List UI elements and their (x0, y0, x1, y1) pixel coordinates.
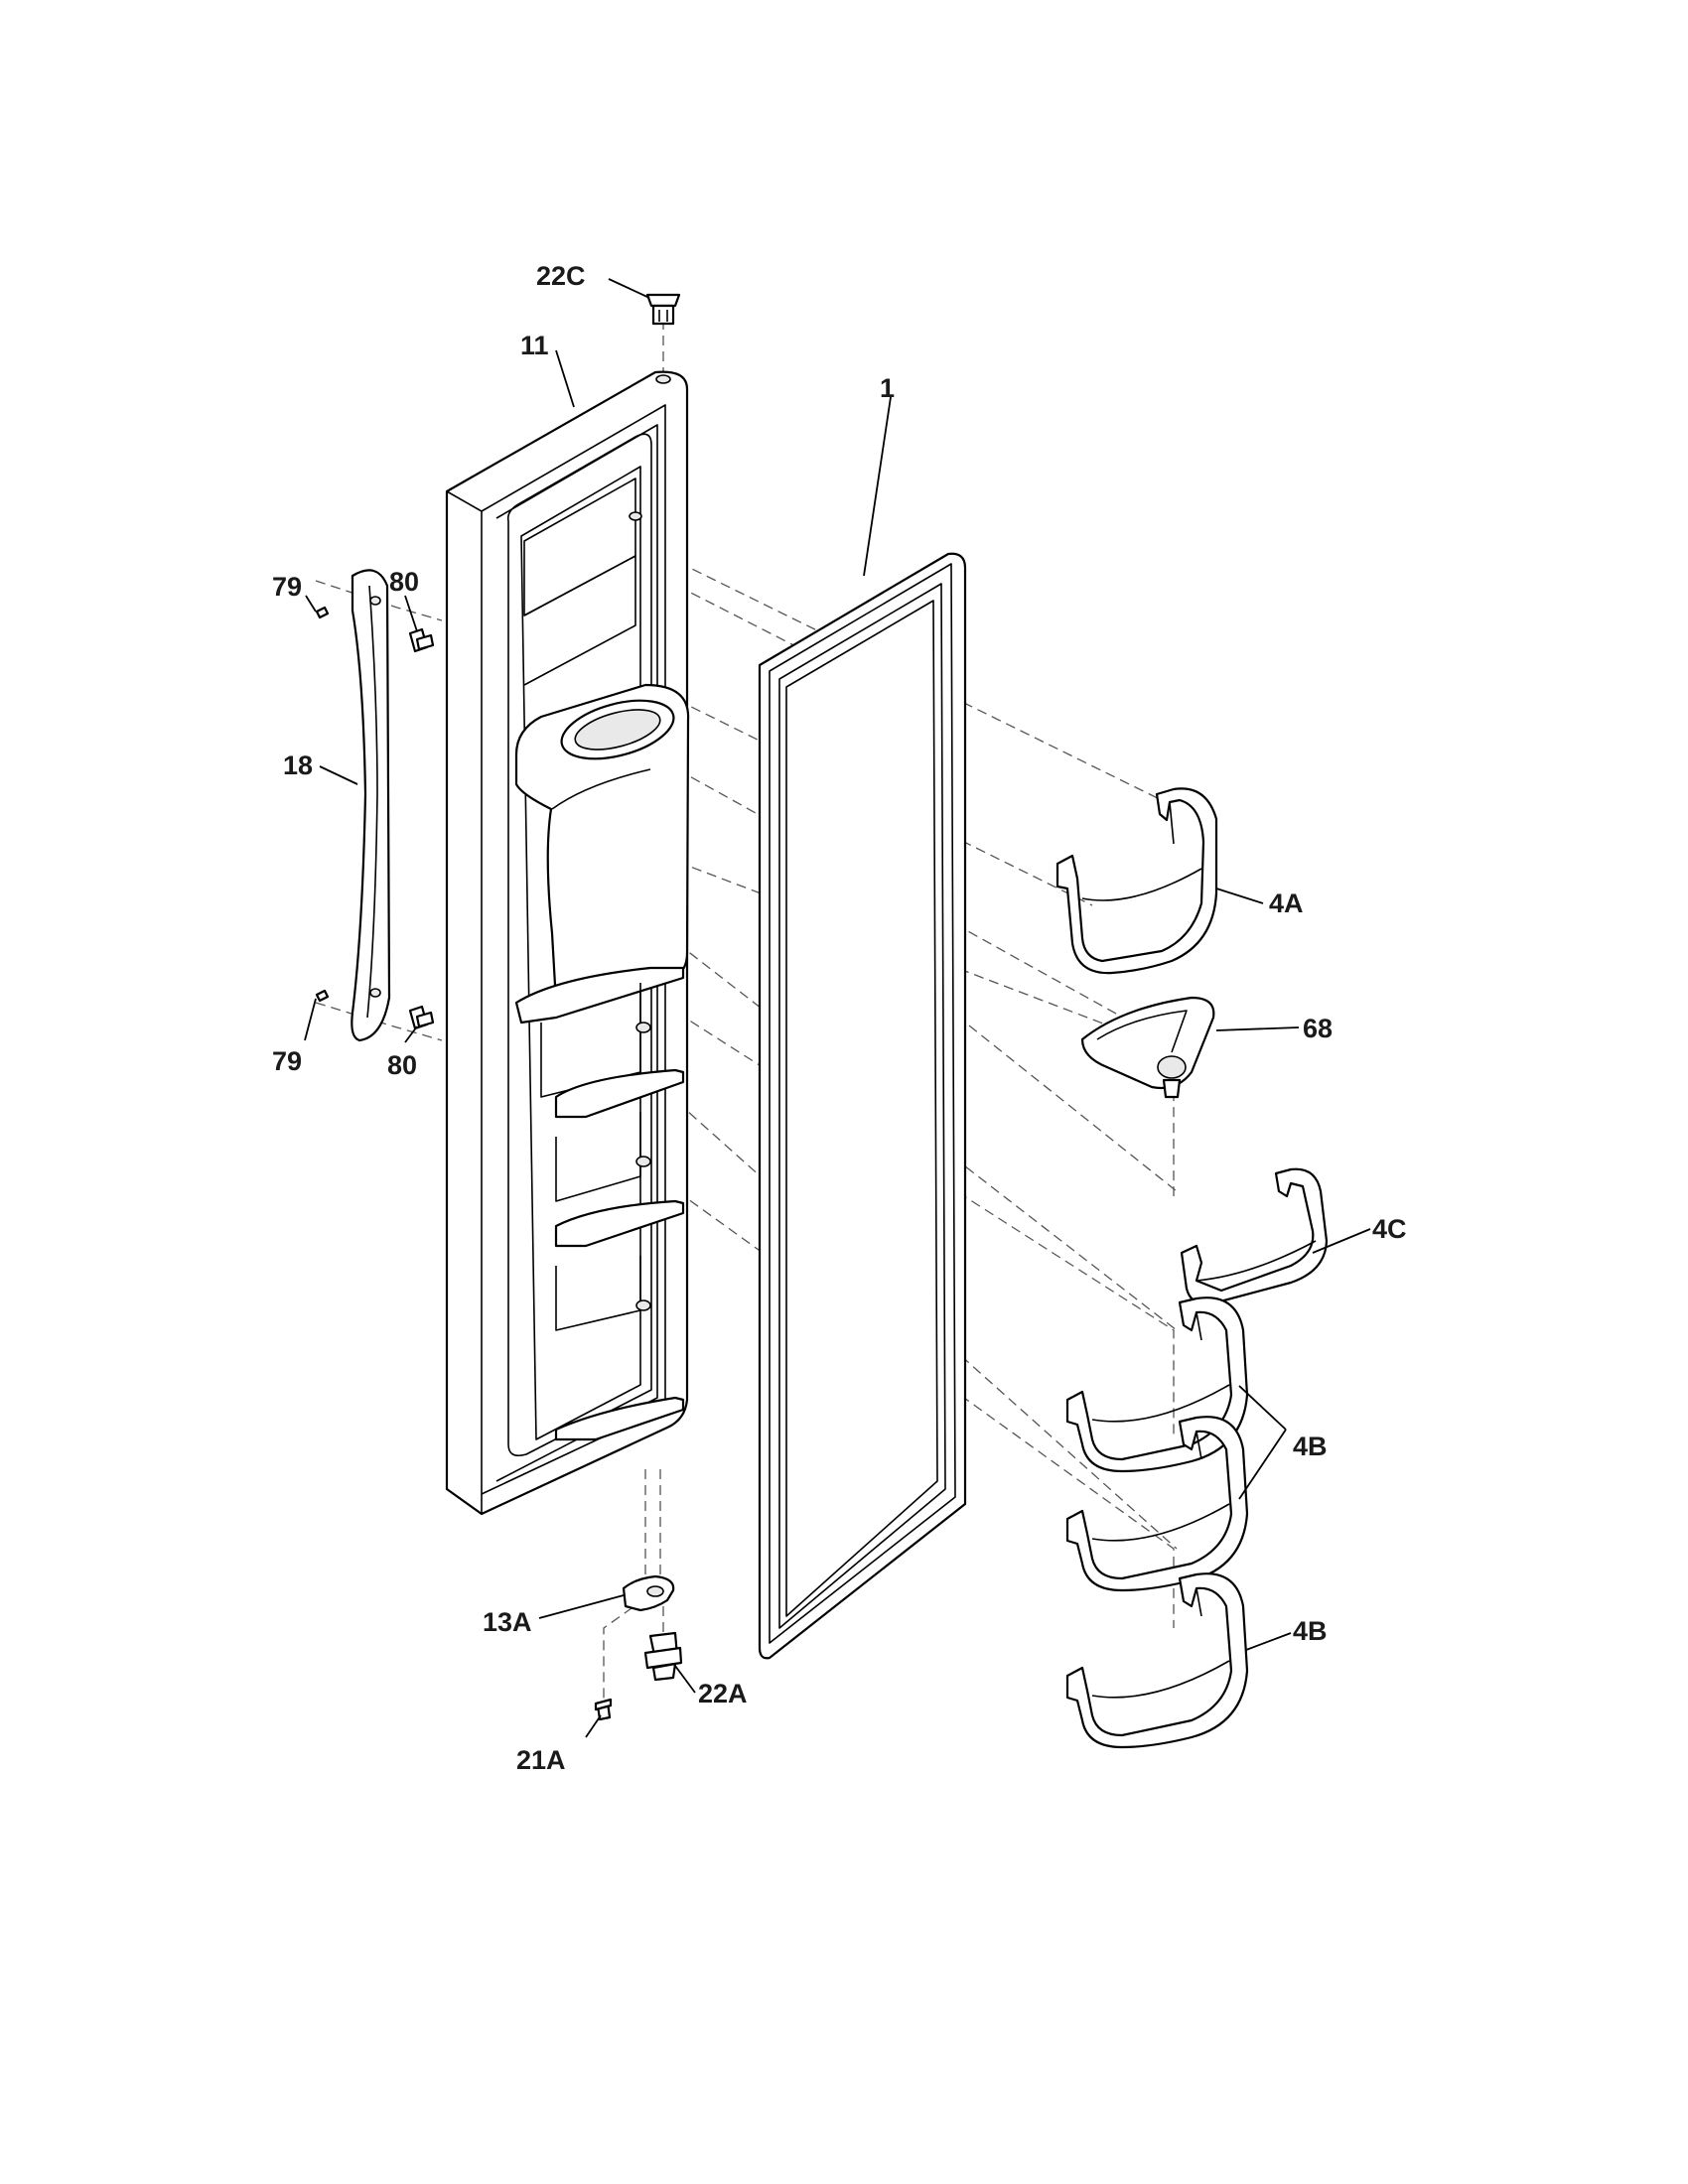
bottom-hinge-13a (622, 1574, 675, 1612)
callout-21a: 21A (516, 1745, 566, 1775)
callout-4a: 4A (1269, 888, 1304, 918)
screw-21a (594, 1698, 613, 1721)
callout-22a: 22A (698, 1679, 748, 1708)
callout-79-top: 79 (272, 572, 302, 602)
top-hinge-pin-22c (645, 293, 681, 326)
door-bin-4b-upper (1065, 1297, 1249, 1473)
callout-4b-single: 4B (1293, 1616, 1328, 1646)
door-bin-4c (1180, 1167, 1329, 1305)
callout-79-bottom: 79 (272, 1046, 302, 1076)
door-assembly-11 (445, 370, 690, 1516)
bottom-hinge-pin-22a (643, 1631, 683, 1682)
stud-80-top (408, 627, 435, 653)
door-bin-4b-middle (1065, 1416, 1249, 1592)
screw-79-bottom (315, 989, 330, 1003)
callout-11: 11 (520, 331, 549, 360)
screw-79-top (315, 606, 330, 619)
assembly-lines (315, 320, 1178, 1707)
callout-18: 18 (283, 751, 313, 780)
door-gasket-1 (758, 552, 967, 1660)
callout-80-top: 80 (389, 567, 419, 597)
callout-4b-pair: 4B (1293, 1432, 1328, 1461)
stud-80-bottom (408, 1005, 435, 1030)
callout-68: 68 (1303, 1014, 1333, 1043)
callout-80-bottom: 80 (387, 1050, 417, 1080)
door-bin-4a (1055, 787, 1218, 975)
callout-labels: 22C 11 1 79 80 18 79 80 4A 68 4C 4B 4B 1… (272, 261, 1407, 1775)
door-handle-18 (351, 569, 391, 1042)
leader-lines (304, 278, 1371, 1738)
callout-13a: 13A (483, 1607, 532, 1637)
door-bin-4b-lower (1065, 1572, 1249, 1749)
callout-4c: 4C (1372, 1214, 1407, 1244)
callout-22c: 22C (536, 261, 586, 291)
funnel-tray-68 (1080, 996, 1215, 1099)
callout-1: 1 (880, 373, 895, 403)
